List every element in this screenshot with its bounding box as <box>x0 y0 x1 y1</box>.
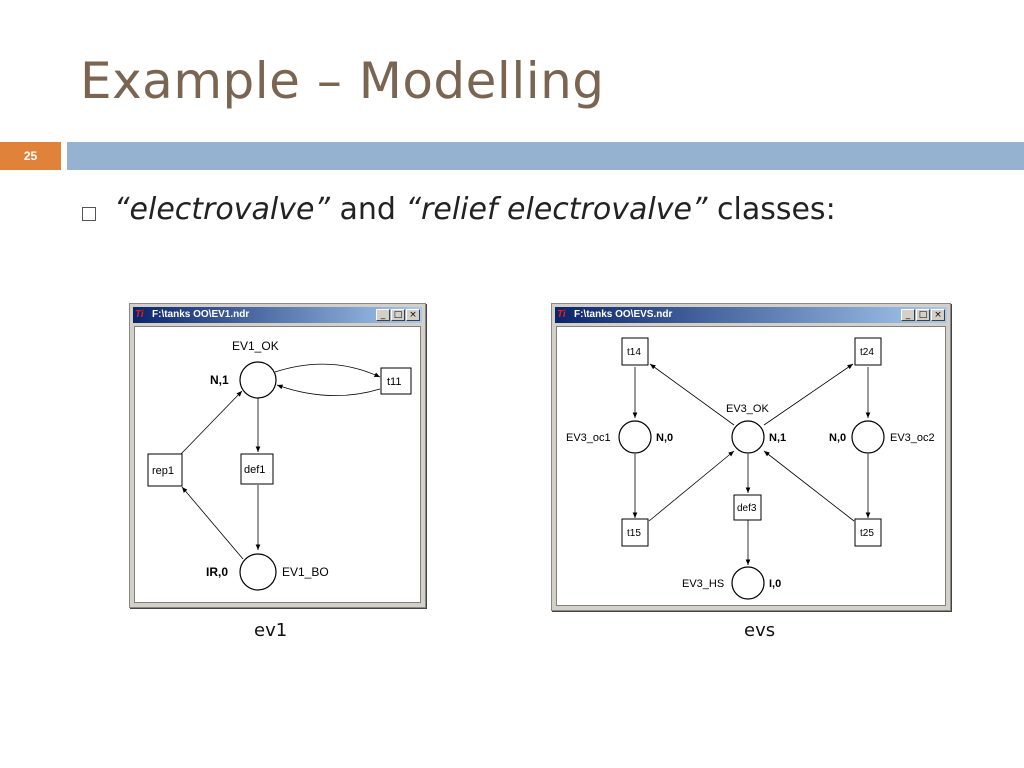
tina-app-icon: Ti <box>135 309 144 320</box>
place-label-ev3-hs: EV3_HS <box>682 578 724 590</box>
place-ev1-bo[interactable] <box>239 553 277 591</box>
window-titlebar[interactable]: Ti F:\tanks OO\EV1.ndr _ □ × <box>133 307 422 323</box>
transition-label-t14: t14 <box>627 347 641 358</box>
transition-label-def1: def1 <box>244 464 265 476</box>
arc-t11-ev1ok <box>276 384 381 397</box>
maximize-button[interactable]: □ <box>391 309 405 321</box>
marking-ev3-ok: N,1 <box>769 432 786 444</box>
net-canvas[interactable] <box>556 326 946 606</box>
arc-ok-t24 <box>763 363 854 426</box>
header-band <box>67 142 1024 170</box>
place-label-ev3-ok: EV3_OK <box>726 403 769 415</box>
hollow-square-icon <box>82 207 96 221</box>
transition-def3[interactable] <box>733 494 762 521</box>
maximize-button[interactable]: □ <box>916 309 930 321</box>
window-titlebar[interactable]: Ti F:\tanks OO\EVS.ndr _ □ × <box>555 307 947 323</box>
marking-ev3-oc2: N,0 <box>829 432 846 444</box>
transition-label-t24: t24 <box>860 347 874 358</box>
marking-ev1-ok: N,1 <box>210 373 229 387</box>
petri-net-ev1: EV1_OK N,1 EV1_BO IR,0 t11 def1 rep1 <box>147 339 412 591</box>
transition-label-t25: t25 <box>860 528 874 539</box>
marking-ev3-hs: I,0 <box>769 578 781 590</box>
window-title: F:\tanks OO\EVS.ndr <box>574 309 673 320</box>
transition-label-rep1: rep1 <box>152 465 174 477</box>
transition-t11[interactable] <box>380 367 412 395</box>
transition-t15[interactable] <box>621 518 649 547</box>
minimize-button[interactable]: _ <box>376 309 390 321</box>
place-ev3-ok[interactable] <box>731 420 765 454</box>
arc-t25-ok <box>763 450 855 522</box>
transition-rep1[interactable] <box>147 453 183 487</box>
slide-title: Example – Modelling <box>80 52 605 110</box>
tina-app-icon: Ti <box>557 309 566 320</box>
transition-label-t11: t11 <box>387 376 401 388</box>
caption-ev1: ev1 <box>254 620 288 641</box>
place-ev3-hs[interactable] <box>731 566 765 600</box>
place-ev3-oc2[interactable] <box>851 420 885 454</box>
caption-evs: evs <box>744 620 776 641</box>
minimize-button[interactable]: _ <box>901 309 915 321</box>
close-button[interactable]: × <box>406 309 420 321</box>
transition-t25[interactable] <box>854 518 882 547</box>
slide-number: 25 <box>0 142 61 170</box>
transition-t14[interactable] <box>621 337 649 366</box>
arc-t15-ok <box>648 450 735 522</box>
petri-net-evs: EV3_OK N,1 EV3_oc1 N,0 EV3_oc2 N,0 EV3_H… <box>566 337 935 600</box>
bullet-term-electrovalve: “electrovalve” <box>114 192 330 227</box>
arc-rep1-ev1ok <box>180 390 243 455</box>
arc-ev1bo-rep1 <box>181 486 244 560</box>
transition-def1[interactable] <box>240 453 274 485</box>
arc-ok-t14 <box>649 363 735 426</box>
close-button[interactable]: × <box>931 309 945 321</box>
window-evs[interactable]: Ti F:\tanks OO\EVS.ndr _ □ × <box>551 303 951 611</box>
place-label-ev3-oc2: EV3_oc2 <box>890 432 935 444</box>
transition-label-t15: t15 <box>627 528 641 539</box>
transition-t24[interactable] <box>854 337 882 366</box>
place-ev1-ok[interactable] <box>239 361 277 399</box>
bullet-term-relief-electrovalve: “relief electrovalve” <box>405 192 708 227</box>
marking-ev3-oc1: N,0 <box>656 432 673 444</box>
bullet-and: and <box>329 192 406 227</box>
transition-label-def3: def3 <box>737 503 757 514</box>
place-label-ev1-bo: EV1_BO <box>282 565 329 579</box>
bullet-rest: classes: <box>707 192 836 227</box>
marking-ev1-bo: IR,0 <box>206 565 228 579</box>
window-title: F:\tanks OO\EV1.ndr <box>152 309 250 320</box>
bullet-text: “electrovalve” and “relief electrovalve”… <box>114 192 836 227</box>
window-ev1[interactable]: Ti F:\tanks OO\EV1.ndr _ □ × EV1_OK N,1 <box>129 303 426 608</box>
place-ev3-oc1[interactable] <box>618 420 652 454</box>
place-label-ev3-oc1: EV3_oc1 <box>566 432 611 444</box>
arc-ev1ok-t11 <box>274 363 381 378</box>
place-label-ev1-ok: EV1_OK <box>232 339 279 353</box>
